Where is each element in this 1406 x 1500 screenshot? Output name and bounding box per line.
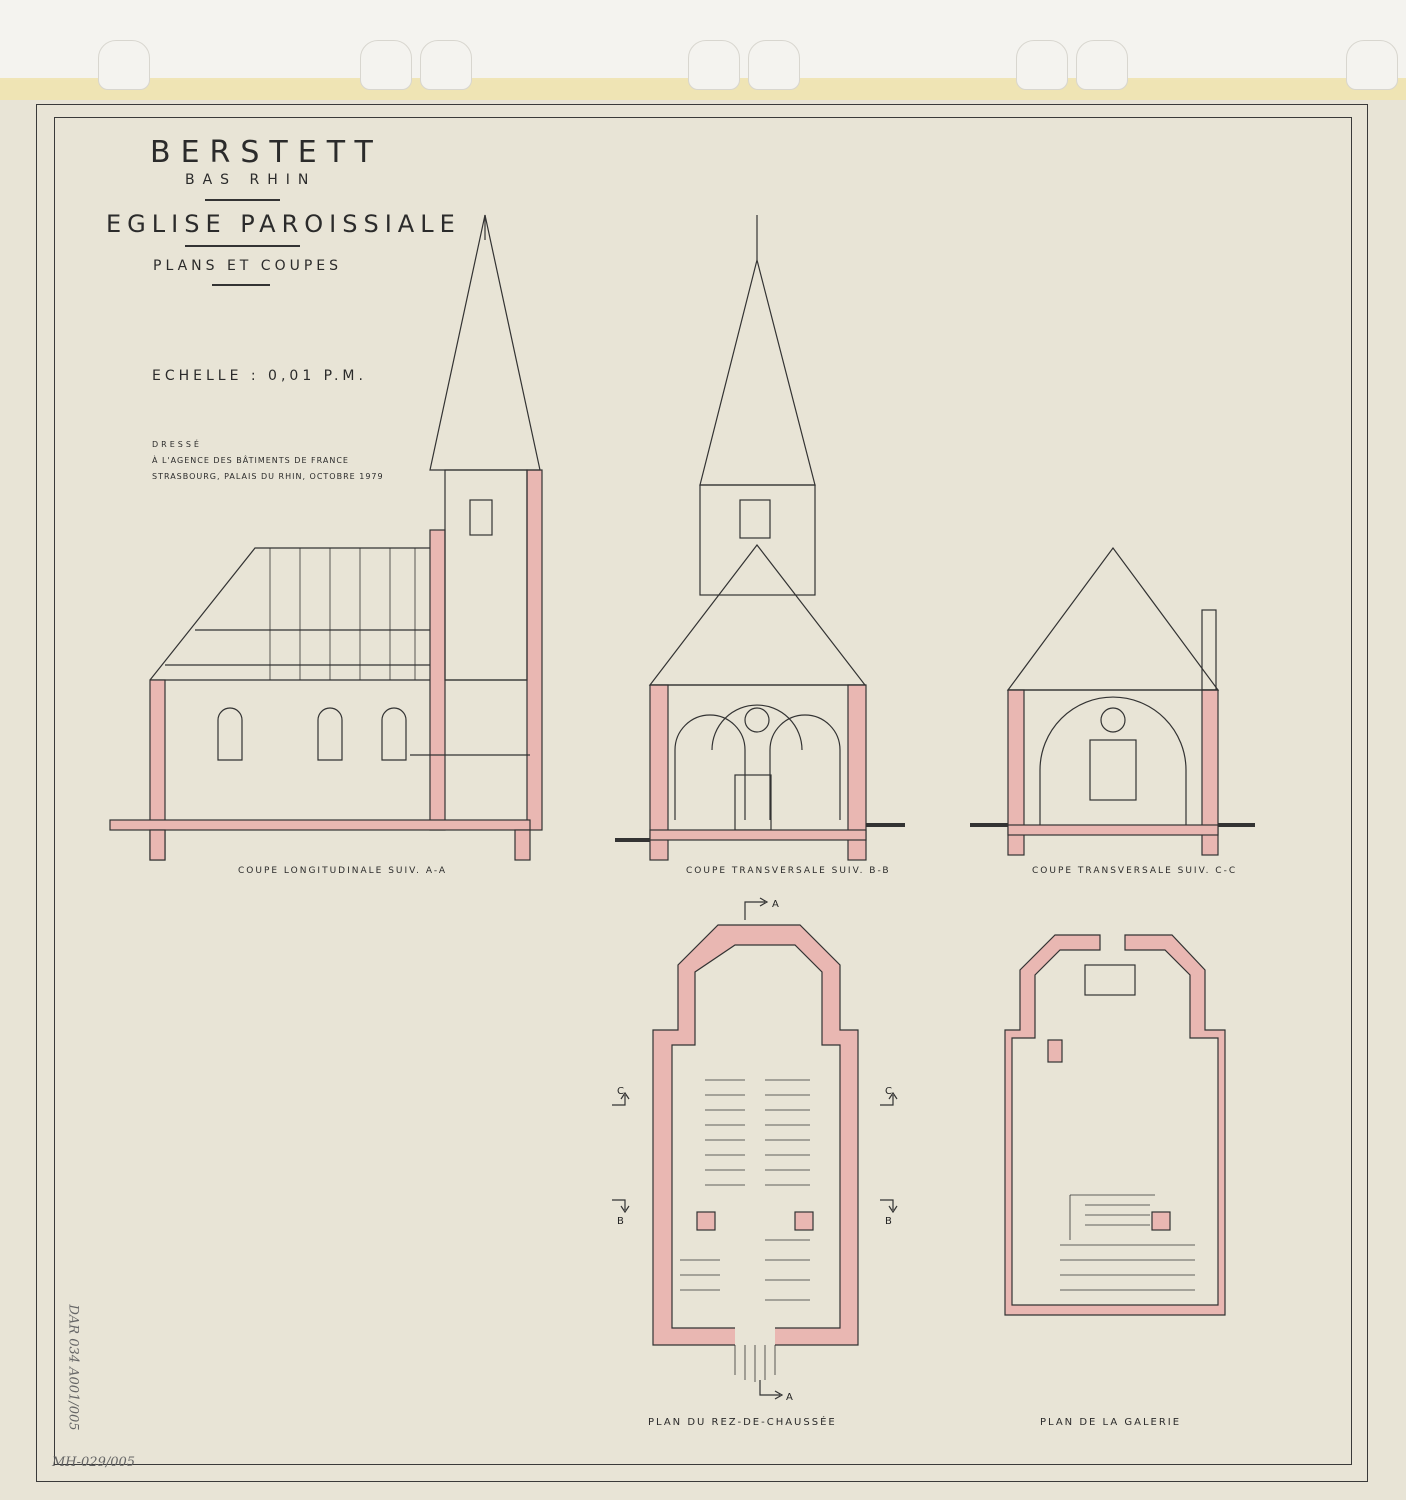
title-building: EGLISE PAROISSIALE: [106, 210, 461, 238]
section-mark-b: B: [885, 1216, 892, 1227]
caption-section-cc: COUPE TRANSVERSALE SUIV. C-C: [1032, 866, 1238, 876]
divider: [212, 284, 270, 286]
punch-hole: [1346, 40, 1398, 90]
divider: [185, 245, 300, 247]
divider: [205, 199, 280, 201]
punch-hole: [1016, 40, 1068, 90]
title-place: BERSTETT: [150, 135, 383, 170]
archive-reference-bottom: MH-029/005: [52, 1455, 136, 1470]
caption-gallery-plan: PLAN DE LA GALERIE: [1040, 1417, 1182, 1428]
section-mark-a: A: [786, 1392, 793, 1403]
ground-floor-plan-drawing: [652, 924, 859, 1382]
section-arrow-a-top: [744, 897, 769, 920]
section-arrow-b-right: [880, 1199, 898, 1214]
credit-line: STRASBOURG, PALAIS DU RHIN, OCTOBRE 1979: [152, 472, 384, 481]
section-bb-drawing: [615, 215, 905, 861]
title-region: BAS RHIN: [185, 172, 317, 188]
section-aa-drawing: [109, 214, 543, 861]
punch-hole: [420, 40, 472, 90]
punch-hole: [98, 40, 150, 90]
caption-ground-plan: PLAN DU REZ-DE-CHAUSSÉE: [648, 1417, 837, 1428]
title-subtitle: PLANS ET COUPES: [153, 258, 343, 274]
drawing-sheet: [0, 80, 1406, 1500]
outer-border: [36, 104, 1368, 1482]
archive-reference-vertical: DAR 034 A001/005: [65, 1304, 81, 1431]
punch-hole: [748, 40, 800, 90]
scale-label: ECHELLE : 0,01 P.M.: [152, 368, 367, 384]
section-mark-c: C: [617, 1086, 624, 1097]
section-arrow-a-bottom: [759, 1380, 784, 1400]
section-arrow-c-right: [880, 1091, 898, 1106]
caption-section-aa: COUPE LONGITUDINALE SUIV. A-A: [238, 866, 448, 876]
credit-line: DRESSÉ: [152, 440, 202, 449]
caption-section-bb: COUPE TRANSVERSALE SUIV. B-B: [686, 866, 891, 876]
section-mark-a: A: [772, 899, 779, 910]
section-mark-c: C: [885, 1086, 892, 1097]
section-arrow-c-left: [612, 1091, 630, 1106]
punch-hole: [688, 40, 740, 90]
inner-border: [54, 117, 1352, 1465]
gallery-plan-drawing: [1004, 934, 1226, 1316]
section-mark-b: B: [617, 1216, 624, 1227]
credit-line: À L'AGENCE DES BÂTIMENTS DE FRANCE: [152, 456, 349, 465]
section-arrow-b-left: [612, 1199, 630, 1214]
punch-hole: [360, 40, 412, 90]
section-cc-drawing: [970, 546, 1255, 856]
punch-hole: [1076, 40, 1128, 90]
